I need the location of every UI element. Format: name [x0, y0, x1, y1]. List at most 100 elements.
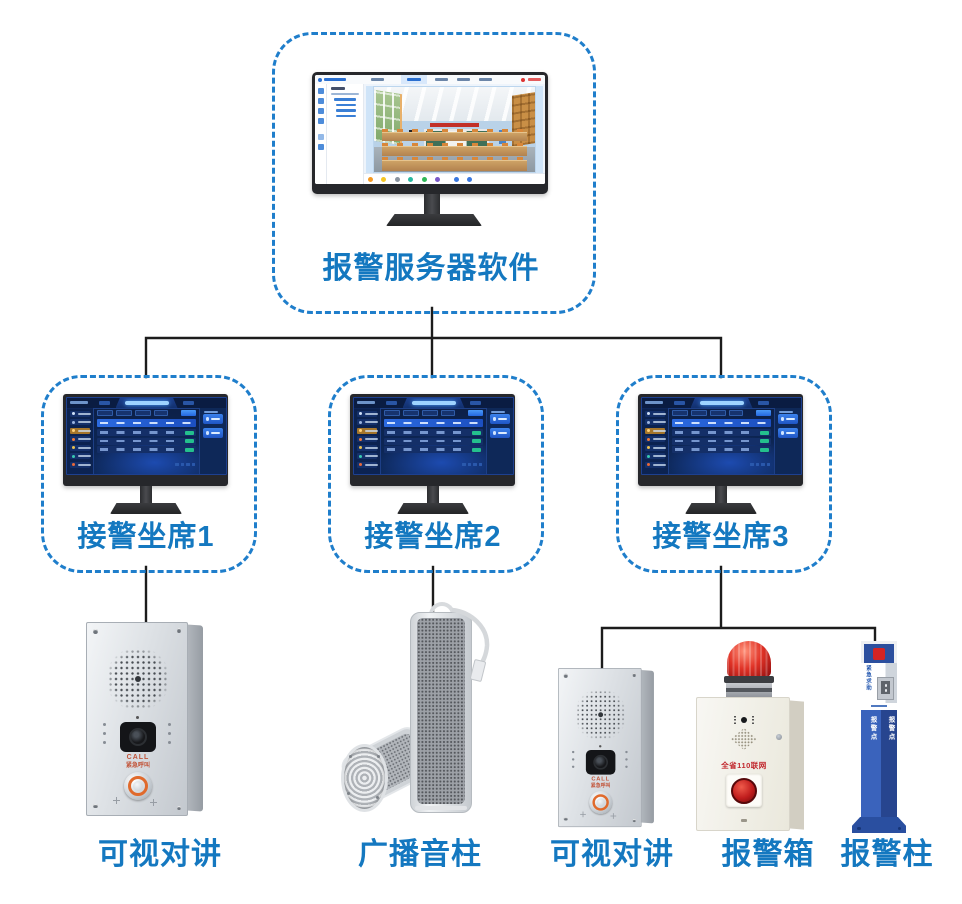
- device-speaker-column: [410, 612, 472, 813]
- row-action-button: [185, 439, 194, 443]
- monitor-server-base: [386, 214, 482, 226]
- emergency-call-button: [124, 772, 152, 800]
- seat-3-label: 接警坐席3: [652, 521, 790, 553]
- nav-item-placeholder: [479, 78, 492, 81]
- rail-icon: [317, 118, 324, 124]
- speaker-column-label: 广播音柱: [358, 838, 482, 871]
- seat-screen: [353, 397, 514, 475]
- connector-seat3-to-devices: [600, 565, 877, 678]
- call-text: CALL 紧急呼叫: [125, 754, 150, 769]
- classroom-banner: [430, 122, 479, 127]
- seat-screen: [641, 397, 802, 475]
- sidebar-item: [70, 419, 91, 425]
- sidebar-item: [70, 461, 91, 468]
- tree-node-placeholder: [334, 98, 356, 101]
- speaker-column-lying-face: [341, 744, 388, 812]
- rail-icon: [317, 88, 324, 94]
- table-row: [384, 437, 483, 445]
- alarm-box-text: 全省110联网: [721, 761, 767, 770]
- alarm-box-label: 报警箱: [721, 838, 815, 871]
- device-alarm-box: 全省110联网: [696, 641, 806, 833]
- screw-icon: [776, 734, 782, 740]
- control-dot: [435, 176, 441, 182]
- filter-pill: [116, 410, 132, 416]
- pillar-top-cage: [861, 641, 897, 663]
- seat-2-label: 接警坐席2: [364, 521, 502, 553]
- connector-server-to-seats: [144, 306, 723, 379]
- pagination-placeholder: [173, 453, 195, 471]
- indicator-lights: [697, 711, 791, 729]
- seat-main: [382, 408, 485, 474]
- alarm-indicator-icon: [521, 77, 525, 82]
- tree-node-placeholder: [336, 109, 356, 112]
- server-screen-icon-rail: [315, 84, 327, 184]
- seat-right-panel: [486, 408, 513, 474]
- screw-icon: [176, 805, 181, 810]
- header-button-placeholder: [183, 401, 194, 405]
- pillar-shaft-front: 报警点: [861, 710, 881, 818]
- panel-button-placeholder: [203, 428, 223, 438]
- control-dot: [381, 176, 387, 182]
- monitor-seat-3-base: [685, 503, 757, 514]
- control-dot: [368, 176, 373, 182]
- intercom-1-label: 可视对讲: [98, 838, 222, 871]
- seat-right-panel: [199, 408, 226, 474]
- alarm-pillar-label: 报警柱: [840, 838, 934, 871]
- control-dot: [453, 176, 459, 182]
- group-seat-2: [328, 375, 544, 573]
- table-row: [384, 429, 483, 436]
- nav-item-placeholder: [457, 78, 470, 81]
- rail-icon: [317, 98, 324, 104]
- server-label: 报警服务器软件: [322, 252, 540, 285]
- monitor-seat-3-stand: [715, 486, 727, 503]
- table-header: [384, 419, 483, 427]
- mic-hole-icon: [136, 716, 139, 719]
- seat-1-label: 接警坐席1: [77, 521, 215, 553]
- table-row: [672, 429, 771, 436]
- seat-logo-placeholder: [70, 401, 88, 404]
- sidebar-item: [70, 410, 91, 417]
- device-intercom-2: CALL 紧急呼叫: [558, 668, 656, 829]
- control-dot: [467, 176, 473, 182]
- camera-module: [120, 722, 156, 752]
- seat-screen: [66, 397, 227, 475]
- pillar-side-text: 报警点: [869, 716, 876, 742]
- screw-icon: [563, 816, 568, 821]
- tree-node-placeholder: [331, 92, 359, 95]
- seat-main: [670, 408, 773, 474]
- pillar-alarm-light: [873, 648, 885, 660]
- seat-title-banner: [402, 398, 465, 408]
- intercom-2-label: 可视对讲: [550, 838, 674, 871]
- table-row: [672, 446, 771, 453]
- tree-node-placeholder: [336, 103, 356, 106]
- monitor-server: [312, 72, 548, 194]
- device-alarm-pillar: 紧急求助 报警点 报警点: [852, 641, 906, 833]
- group-seat-3: [616, 375, 832, 573]
- rail-icon: [317, 144, 324, 150]
- panel-button-placeholder: [203, 414, 223, 424]
- header-button-placeholder: [99, 401, 110, 405]
- video-side-panel: [366, 86, 373, 173]
- server-screen-device-tree: [327, 84, 364, 184]
- pagination-placeholder: [460, 453, 482, 471]
- monitor-seat-1-base: [110, 503, 182, 514]
- nav-item-placeholder: [371, 78, 384, 81]
- sidebar-item: [70, 453, 91, 459]
- filter-pill: [97, 410, 113, 416]
- device-intercom-1: CALL 紧急呼叫: [86, 622, 206, 818]
- seat-right-panel: [774, 408, 801, 474]
- filter-pill: [154, 410, 168, 416]
- classroom-desks: [382, 128, 527, 171]
- pillar-head-text: 紧急求助: [865, 665, 871, 691]
- control-dot: [394, 176, 400, 182]
- seat-title-banner: [115, 398, 178, 408]
- camera-module: [585, 750, 616, 775]
- monitor-seat-1-stand: [140, 486, 152, 503]
- sidebar-item: [70, 436, 91, 442]
- screw-icon: [632, 818, 636, 823]
- speaker-grille: [731, 728, 757, 750]
- alarm-box-front: 全省110联网: [696, 697, 790, 831]
